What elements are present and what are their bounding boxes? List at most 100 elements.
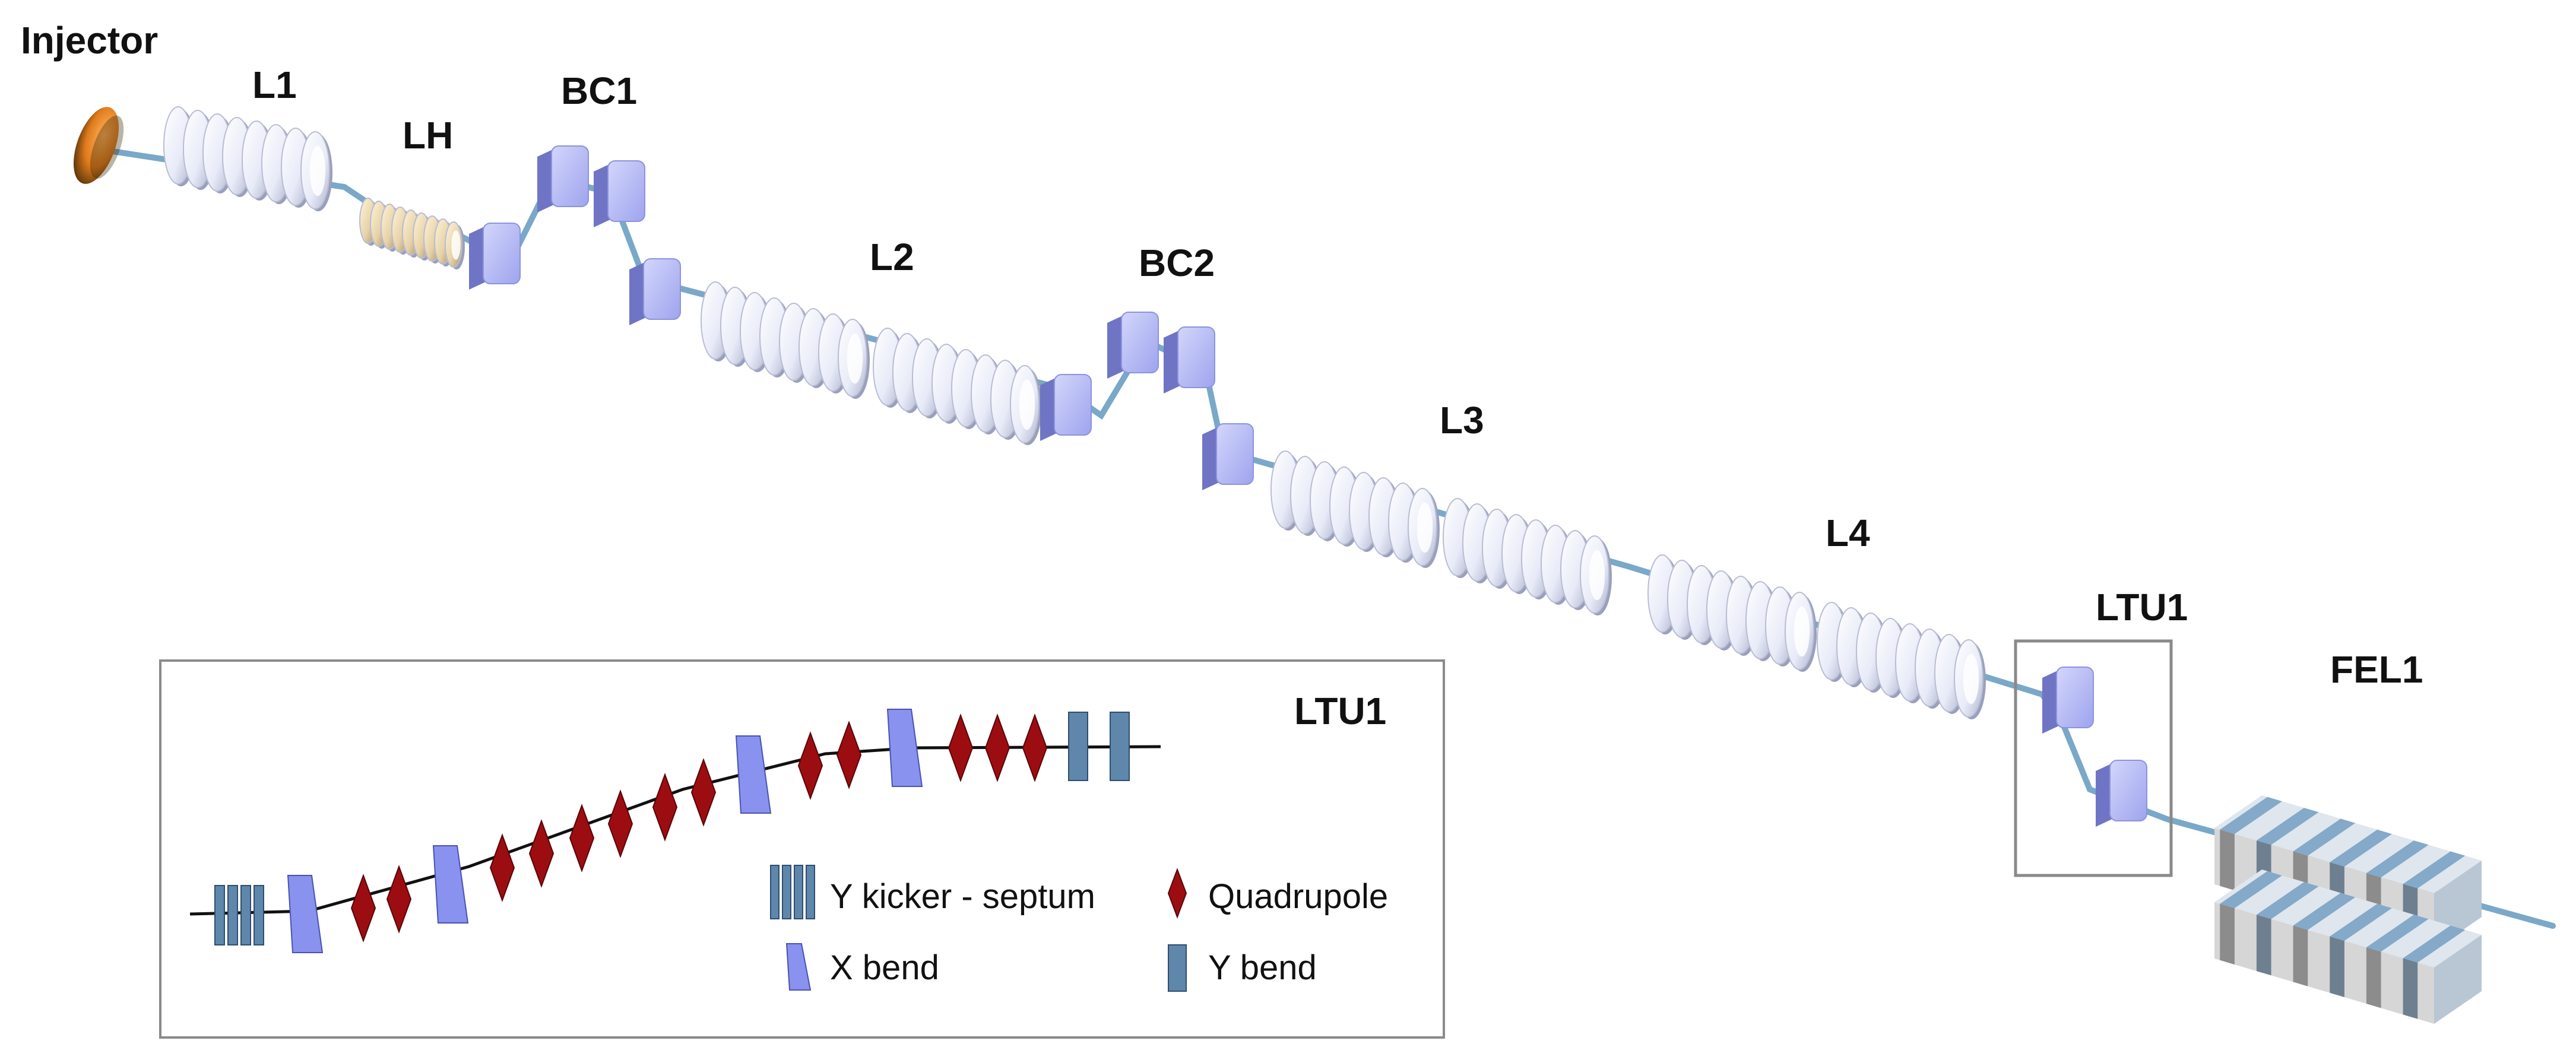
inset-septum-bar (214, 885, 225, 945)
cavity-end-face (309, 145, 326, 196)
undulator-top-stripe (2220, 871, 2282, 909)
undulator-top-stripe (2256, 808, 2319, 845)
undulator-top-stripe (2220, 797, 2282, 834)
inset-quadrupole (797, 731, 823, 800)
inset-quadrupole (690, 758, 717, 827)
dipole-side (1164, 329, 1181, 394)
injector-label: Injector (21, 19, 158, 62)
inset-elements (214, 709, 1130, 953)
undulator-top-stripe (2293, 818, 2356, 856)
legend-x-bend-text: X bend (830, 948, 939, 987)
inset-quadrupole (489, 833, 515, 902)
legend-y-bend: Y bend (1168, 944, 1317, 992)
l4a-cavity-stack (1647, 554, 1817, 672)
inset-x-bend-3 (735, 735, 772, 814)
fel1-undulator (2214, 795, 2482, 1024)
undulator-pole (2403, 958, 2418, 1019)
dipole-face (2109, 760, 2147, 821)
l1-cavity-stack (163, 106, 332, 211)
legend-y-kicker-septum: Y kicker - septum (770, 865, 1095, 919)
dipole-face (1177, 326, 1215, 388)
bc2-dipole-3 (1164, 326, 1215, 394)
dipole-side (629, 261, 647, 325)
undulator-top-stripe (2403, 925, 2466, 963)
l2-label: L2 (870, 236, 914, 278)
bc1-dipole-2 (537, 145, 589, 212)
ltu1-dipole-1 (2042, 667, 2094, 734)
cavity-end-face (1589, 550, 1605, 601)
l1-label: L1 (252, 64, 297, 106)
undulator-pole (2256, 915, 2271, 976)
bc2-dipole-4 (1202, 423, 1254, 490)
inset-x-bend-1 (287, 875, 324, 953)
undulator-top (2214, 795, 2482, 893)
legend-quadrupole: Quadrupole (1167, 868, 1388, 919)
dipole-side (2042, 669, 2060, 734)
ltu1-label: LTU1 (2096, 586, 2188, 629)
fel1-lower-block (2214, 870, 2482, 1024)
dipole-face (1054, 374, 1092, 436)
bc1-label: BC1 (561, 69, 637, 112)
inset-quadrupole (386, 865, 412, 934)
ltu1-dipole-2 (2096, 760, 2147, 827)
undulator-top-stripe (2366, 840, 2429, 878)
inset-quadrupole (350, 874, 376, 943)
l2b-cavity-stack (873, 328, 1042, 445)
legend-y-kicker-septum-text: Y kicker - septum (830, 877, 1095, 916)
dipole-face (1121, 312, 1159, 373)
inset-x-bend-2 (432, 845, 469, 924)
cavity-end-face (1963, 653, 1979, 705)
undulator-top-stripe (2256, 882, 2319, 919)
l4b-cavity-stack (1817, 602, 1986, 719)
undulator-top-stripe (2366, 915, 2429, 952)
l3-label: L3 (1440, 399, 1484, 442)
lh-label: LH (403, 114, 453, 157)
dipole-face (643, 258, 681, 320)
inset-quadrupole (984, 713, 1010, 782)
legend-y-bend-text: Y bend (1208, 948, 1317, 987)
inset-title: LTU1 (1294, 690, 1386, 732)
linac-cavities (163, 106, 1986, 719)
lh-cavity-stack (359, 198, 465, 269)
inset-septum-bar (240, 885, 251, 945)
bc2-dipole-2 (1107, 312, 1159, 379)
inset-quadrupole (836, 721, 862, 789)
cavity-end-face (1019, 379, 1035, 430)
l3b-cavity-stack (1443, 498, 1612, 615)
ltu1-inset: LTU1 Y kicker - septum Quadrupole X bend (159, 659, 1445, 1039)
l3a-cavity-stack (1270, 450, 1440, 568)
undulator-top-stripe (2330, 903, 2392, 941)
bc1-dipole-3 (594, 160, 645, 227)
inset-x-bend-4 (886, 709, 923, 787)
undulator-pole (2366, 947, 2381, 1008)
bc1-dipole-1 (469, 223, 521, 290)
dipole-side (537, 148, 555, 212)
chicane-dipoles (469, 145, 2147, 827)
ltu1-frame (2014, 639, 2173, 877)
cavity-end-face (847, 333, 863, 384)
undulator-pole (2220, 903, 2235, 965)
bc1-dipole-4 (629, 258, 681, 325)
bc2-dipole-1 (1040, 374, 1092, 441)
inset-septum-bar (227, 885, 238, 945)
legend-quadrupole-text: Quadrupole (1208, 877, 1388, 916)
l4-label: L4 (1826, 512, 1870, 554)
legend: Y kicker - septum Quadrupole X bend Y be… (770, 865, 1388, 992)
inset-quadrupole (1022, 713, 1048, 782)
undulator-top-stripe (2330, 829, 2392, 867)
dipole-side (594, 163, 611, 227)
undulator-top-stripe (2403, 851, 2466, 889)
dipole-side (1202, 426, 1220, 490)
undulator-pole (2293, 925, 2308, 986)
dipole-side (469, 226, 487, 290)
dipole-face (1216, 423, 1254, 485)
inset-quadrupole (607, 789, 633, 858)
dipole-face (483, 223, 521, 284)
inset-septum-bar (254, 885, 264, 945)
legend-x-bend: X bend (785, 943, 939, 991)
dipole-face (551, 145, 589, 207)
dipole-side (2096, 763, 2114, 827)
inset-quadrupole (528, 819, 555, 888)
undulator-top (2214, 870, 2482, 967)
injector-gun (73, 107, 124, 184)
